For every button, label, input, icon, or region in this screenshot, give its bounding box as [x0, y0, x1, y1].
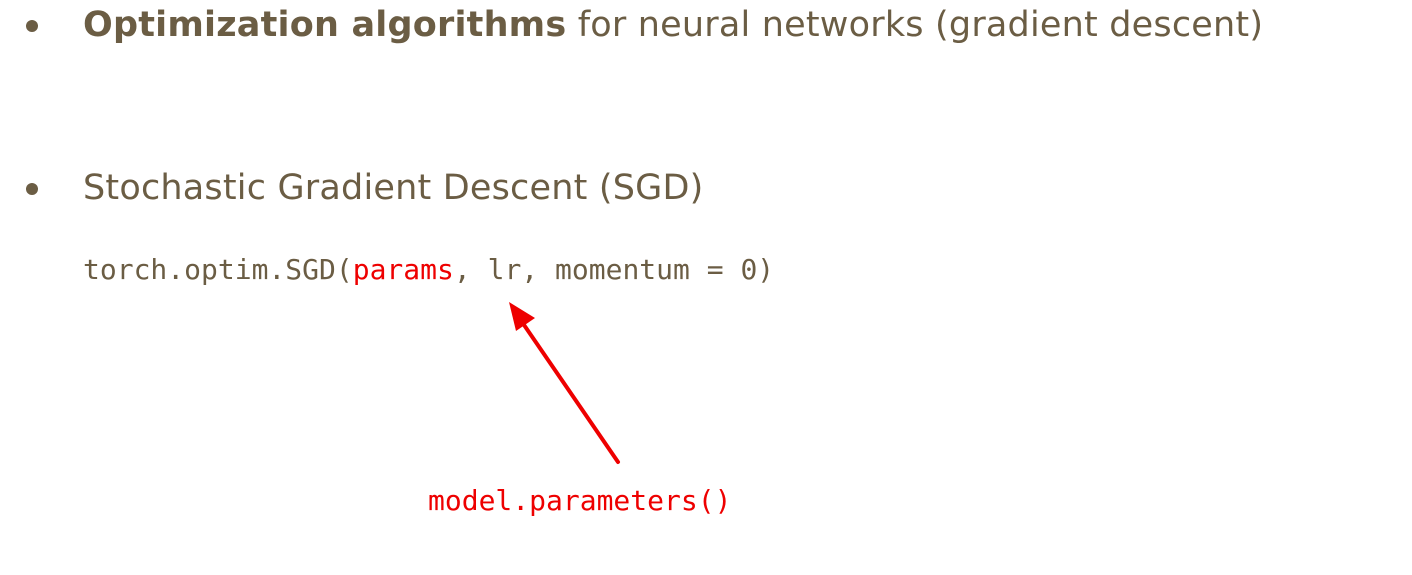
- code-suffix: , lr, momentum = 0): [453, 253, 775, 286]
- code-line: torch.optim.SGD(params, lr, momentum = 0…: [83, 252, 774, 288]
- bullet-icon: [26, 20, 38, 32]
- code-prefix: torch.optim.SGD(: [83, 253, 353, 286]
- bullet-bold-text: Optimization algorithms: [83, 5, 567, 45]
- code-params-highlight: params: [352, 253, 454, 286]
- bullet-sgd: Stochastic Gradient Descent (SGD): [83, 168, 704, 208]
- bullet-icon: [26, 183, 38, 195]
- bullet-optimization-algorithms: Optimization algorithms for neural netwo…: [83, 3, 1263, 47]
- bullet-rest-text: for neural networks (gradient descent): [566, 5, 1264, 45]
- annotation-model-parameters: model.parameters(): [428, 484, 732, 517]
